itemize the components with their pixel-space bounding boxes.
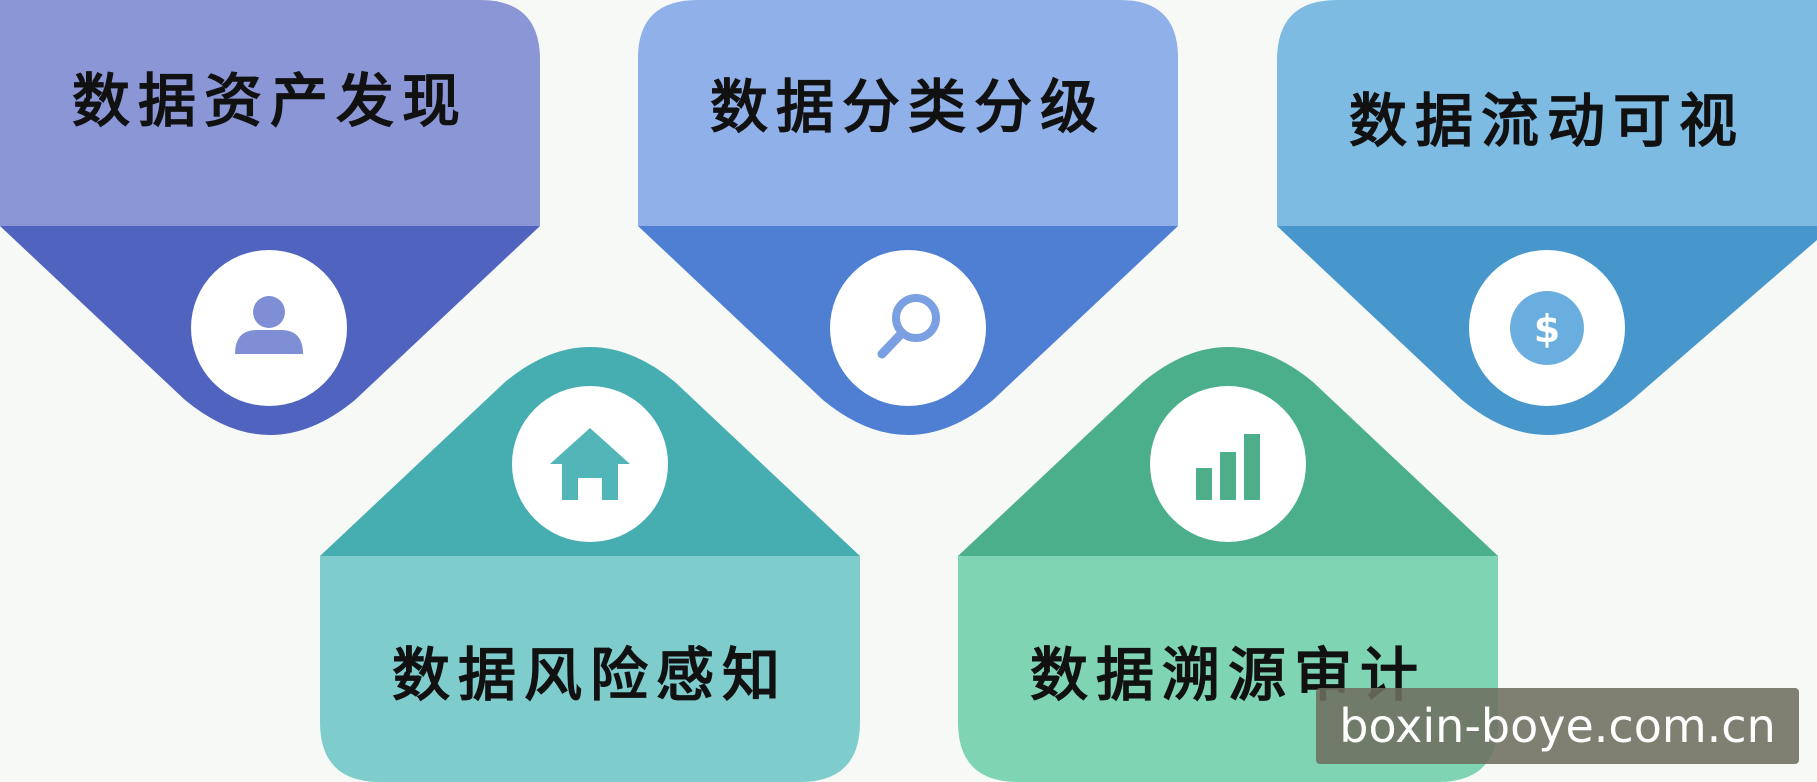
search-icon bbox=[830, 250, 986, 406]
label-data-risk-perception: 数据风险感知 bbox=[391, 641, 788, 709]
dollar-icon: $ bbox=[1469, 250, 1625, 406]
home-icon bbox=[512, 386, 668, 542]
watermark: boxin-boye.com.cn bbox=[1316, 688, 1799, 764]
label-data-asset-discovery: 数据资产发现 bbox=[71, 67, 468, 135]
svg-text:$: $ bbox=[1534, 307, 1560, 351]
label-data-classification: 数据分类分级 bbox=[709, 73, 1106, 141]
label-data-flow-visual: 数据流动可视 bbox=[1348, 87, 1745, 155]
user-icon bbox=[191, 250, 347, 406]
bar-chart-icon bbox=[1150, 386, 1306, 542]
